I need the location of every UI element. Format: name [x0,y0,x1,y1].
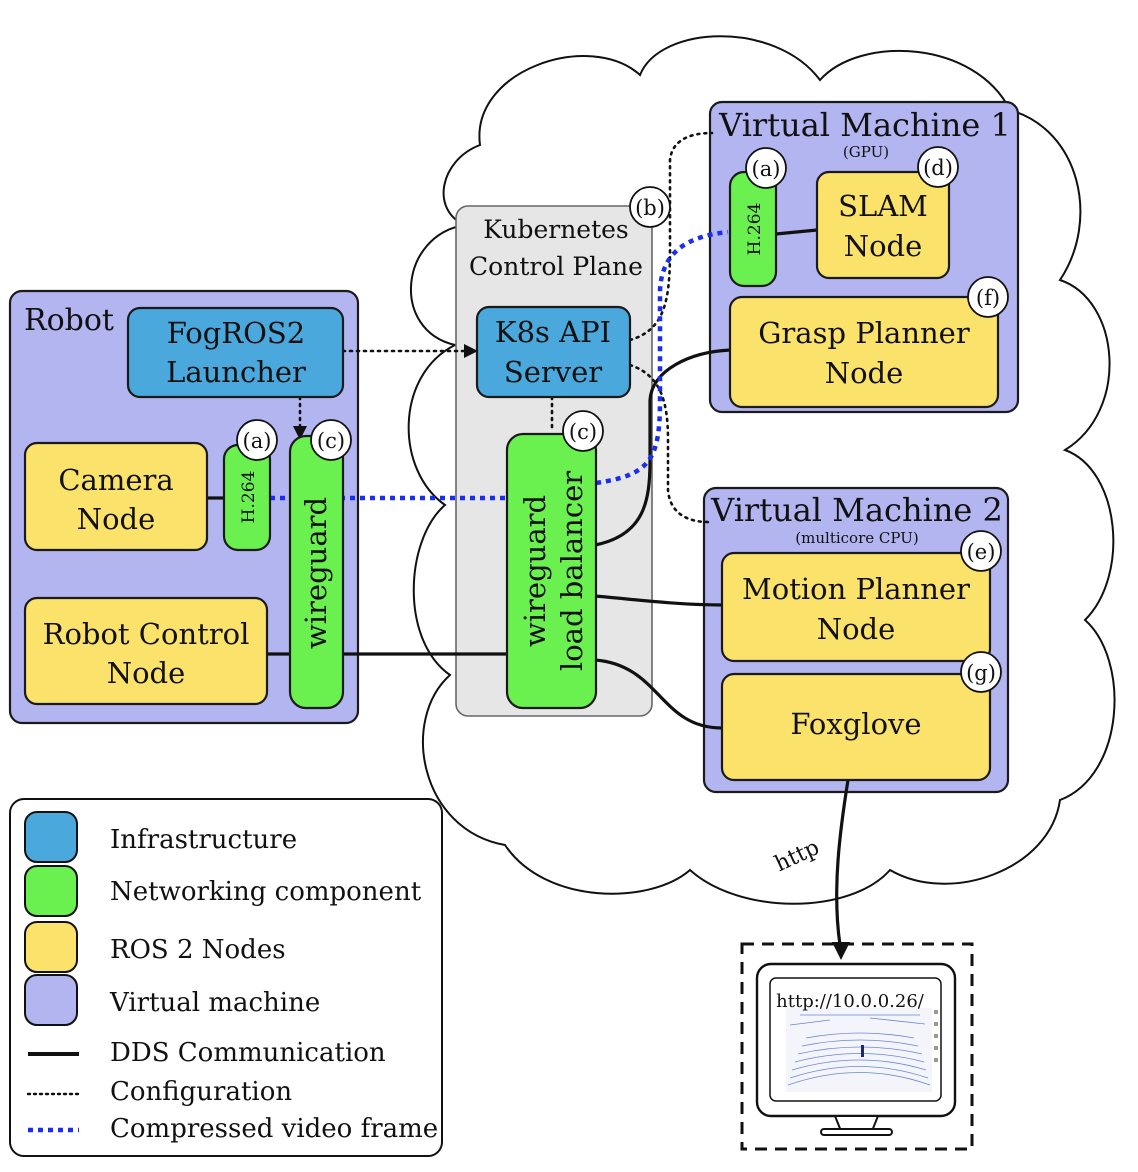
badge-robot-h264-text: (a) [243,429,272,453]
dds-lb-to-motion [594,594,723,607]
legend-label-ros2: ROS 2 Nodes [110,935,286,965]
badge-foxglove-text: (g) [966,661,996,685]
badge-vm1-h264 [745,147,787,189]
wireguard-load-balancer [505,432,598,710]
slam-line1: SLAM [838,189,928,223]
dds-h264-to-slam [775,228,818,236]
config-api-to-vm1 [628,131,714,342]
foxglove-node [720,672,992,782]
legend-swatch-ros2 [24,921,78,973]
legend-label-networking: Networking component [110,877,422,907]
browser-frame-dashed [740,942,974,1151]
grasp-line1: Grasp Planner [758,316,970,350]
config-arrowhead-api [464,344,478,358]
config-arrowhead-wireguard [293,426,307,440]
lb-line2: load balancer [555,471,589,671]
pointcloud-object [861,1045,864,1057]
badge-k8s [629,186,671,228]
robot-wireguard-label: wireguard [299,497,333,649]
vm1-title: Virtual Machine 1 [718,106,1011,144]
k8s-title-line1: Kubernetes [483,215,629,244]
camera-line2: Node [77,502,156,536]
launcher-line2: Launcher [166,355,306,389]
badge-foxglove [960,651,1002,693]
vm1-subtitle: (GPU) [843,143,889,161]
legend-swatch-networking [24,865,78,917]
vm1-h264-label: H.264 [745,203,765,256]
legend-swatch-vm [24,974,78,1026]
lb-line1: wireguard [518,495,552,647]
robot-control-node [23,596,269,706]
motion-line1: Motion Planner [742,572,970,606]
camera-line1: Camera [58,463,173,497]
fogros2-launcher [126,306,345,399]
badge-motion [960,530,1002,572]
badge-robot-wireguard [310,419,352,461]
control-line2: Node [107,656,186,690]
legend-box [9,798,443,1157]
robot-title: Robot [24,303,114,338]
foxglove-label: Foxglove [790,707,921,741]
vm2-subtitle: (multicore CPU) [795,529,918,547]
badge-robot-h264 [236,419,278,461]
video-lb-to-vm1-h264 [595,229,729,486]
badge-robot-wireguard-text: (c) [317,429,345,453]
config-api-to-vm2 [628,363,710,524]
legend-label-infrastructure: Infrastructure [110,825,297,855]
slam-node [815,170,951,280]
legend-label-dds: DDS Communication [110,1038,386,1068]
grasp-planner-node [728,295,1000,409]
api-line1: K8s API [495,315,611,349]
k8s-api-server [475,305,632,399]
legend-label-vm: Virtual machine [109,988,320,1018]
badge-slam-text: (d) [923,156,953,180]
badge-lb [562,410,604,452]
legend-label-config: Configuration [110,1077,292,1107]
slam-line2: Node [844,229,923,263]
motion-planner-node [720,551,992,663]
badge-motion-text: (e) [967,540,996,564]
pointcloud-render [787,1014,931,1086]
badge-grasp-text: (f) [976,286,1000,310]
grasp-line2: Node [825,356,904,390]
badge-vm1-h264-text: (a) [752,157,781,181]
monitor-url: http://10.0.0.26/ [776,991,925,1012]
vm2-title: Virtual Machine 2 [710,491,1003,529]
k8s-title-line2: Control Plane [469,252,643,281]
http-arrowhead [832,942,850,960]
badge-k8s-text: (b) [635,196,665,220]
http-arrow [835,779,850,946]
badge-lb-text: (c) [569,420,597,444]
robot-h264-label: H.264 [239,471,259,524]
badge-grasp [967,276,1009,318]
badge-slam [917,146,959,188]
legend-label-video: Compressed video frame [110,1114,438,1144]
monitor-sidebar-icons [934,1010,938,1062]
motion-line2: Node [817,612,896,646]
control-line1: Robot Control [43,617,250,651]
dds-lb-to-grasp [594,348,731,547]
monitor-base [820,1128,893,1136]
api-line2: Server [504,355,602,389]
launcher-line1: FogROS2 [167,316,306,350]
camera-node [23,441,209,552]
legend-swatch-infrastructure [24,811,78,863]
dds-lb-to-foxglove [594,658,723,730]
